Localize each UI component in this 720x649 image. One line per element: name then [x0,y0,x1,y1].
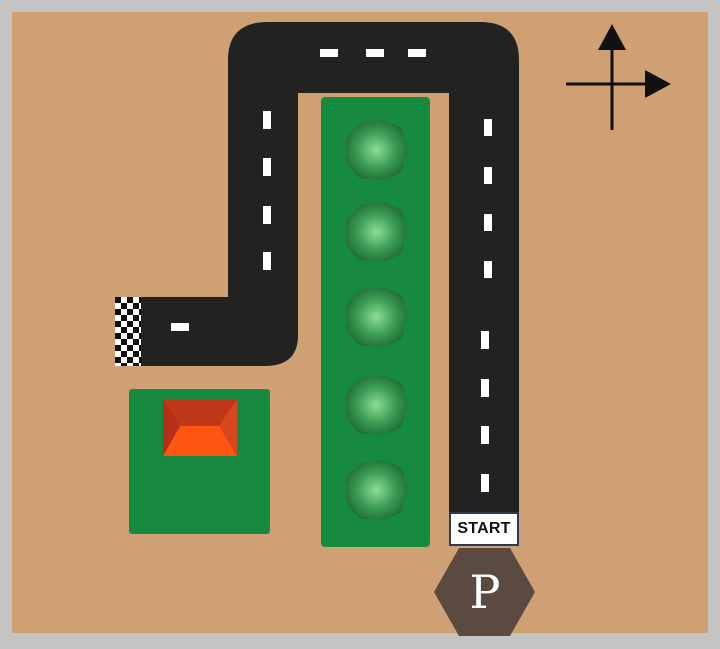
tree-icon [345,202,407,262]
lane-marking [263,158,271,176]
house-roof-icon [163,399,237,456]
tree-icon [345,375,407,435]
start-label[interactable]: START [449,512,519,546]
tree-icon [345,460,407,520]
lane-marking [263,206,271,224]
finish-line-checkered-flag-icon [115,297,141,366]
lane-marking [263,111,271,129]
lane-marking [171,323,189,331]
lane-marking [481,474,489,492]
lane-marking [408,49,426,57]
direction-arrows-icon [566,24,671,130]
lane-marking [320,49,338,57]
lane-marking [484,261,492,278]
lane-marking [484,119,492,136]
lane-marking [263,252,271,270]
lane-marking [366,49,384,57]
road [115,22,519,515]
tree-icon [345,120,407,180]
tree-icon [345,287,407,347]
lane-marking [484,167,492,184]
lane-marking [484,214,492,231]
lane-marking [481,379,489,397]
lane-marking [481,331,489,349]
lane-marking [481,426,489,444]
parking-hexagon-icon[interactable] [434,548,535,636]
